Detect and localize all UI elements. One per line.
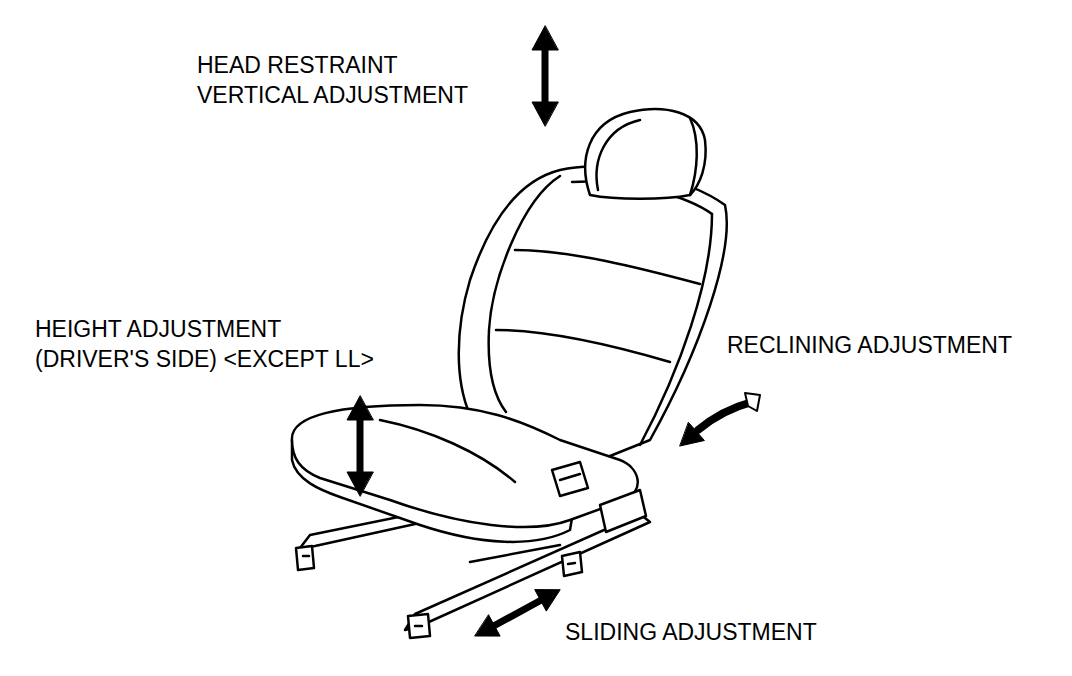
arrow-head [532,102,558,126]
slide-arrow [490,598,545,628]
adjustment-arrows [347,26,760,636]
seatbelt-buckle [552,462,588,496]
head-arrow [542,46,549,106]
arrow-head [475,615,500,636]
head-restraint [585,109,705,199]
seat-cushion [292,405,646,542]
callout-label: SLIDING ADJUSTMENT [565,617,817,647]
arrow-head [532,26,558,50]
arrow-head [535,590,560,611]
arrow-tail [745,393,760,411]
height-arrow [357,416,364,476]
arrow-head [347,472,373,496]
callout-label: RECLINING ADJUSTMENT [727,330,1012,360]
arrow-head [680,423,704,447]
recline-arrow [698,402,752,430]
callout-label: HEIGHT ADJUSTMENT (DRIVER'S SIDE) <EXCEP… [35,314,385,374]
arrow-head [347,396,373,420]
callout-label: HEAD RESTRAINT VERTICAL ADJUSTMENT [197,50,487,110]
